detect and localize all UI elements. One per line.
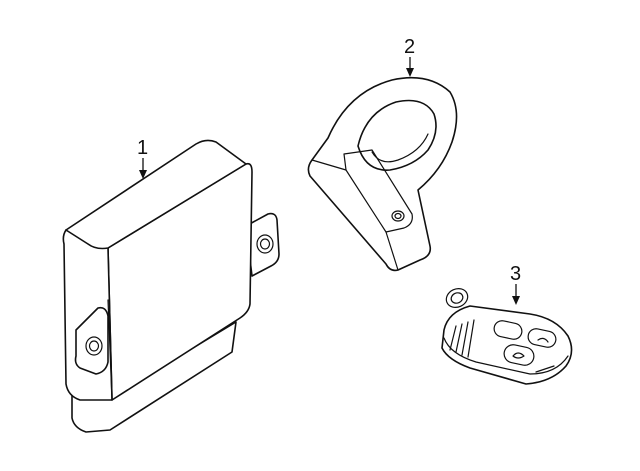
part-3-grip-ridges xyxy=(449,319,475,358)
callout-1: 1 xyxy=(137,137,148,179)
part-3-fob-body xyxy=(441,305,573,385)
part-1-side-face xyxy=(107,162,253,401)
callout-2-label: 2 xyxy=(404,36,415,58)
part-1-connector-rail xyxy=(71,321,237,433)
callout-1-label: 1 xyxy=(137,137,148,159)
callout-3: 3 xyxy=(510,263,521,305)
part-1-control-module xyxy=(62,139,280,433)
part-1-top-face xyxy=(65,139,247,250)
part-2-ring-transceiver xyxy=(307,76,458,272)
part-3-fob-buttons xyxy=(493,320,557,366)
part-1-front-mount-tab xyxy=(74,306,109,375)
part-2-ring-outer xyxy=(307,76,458,272)
part-2-ring-inner xyxy=(357,99,437,171)
part-1-rear-mount-tab xyxy=(245,212,280,277)
part-2-mount-arm xyxy=(343,149,413,233)
part-3-key-fob xyxy=(441,288,573,385)
callout-3-label: 3 xyxy=(510,263,521,285)
callout-2: 2 xyxy=(404,36,415,77)
